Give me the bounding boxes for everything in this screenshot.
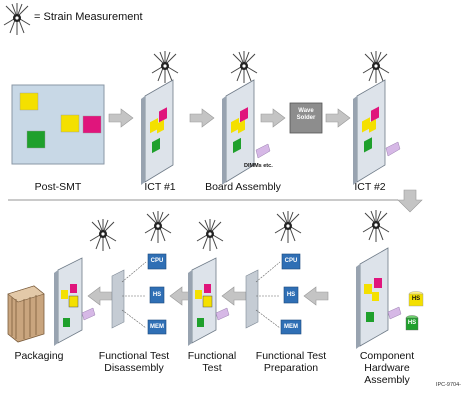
hs-chip — [149, 286, 165, 304]
step-label-ft-preparation: Functional Test Preparation — [255, 350, 327, 374]
step-label-post-smt: Post-SMT — [34, 181, 82, 193]
strain-gauge-icon — [196, 218, 224, 252]
wave-solder-label: Wave Solder — [296, 108, 316, 121]
step-label-component-hw-assembly: Component Hardware Assembly — [359, 350, 415, 386]
strain-gauge-icon — [362, 50, 390, 84]
hs-heatsink-yellow — [408, 291, 424, 307]
figure-code: IPC-9704- — [435, 382, 461, 388]
strain-gauge-icon — [89, 218, 117, 252]
ict2-board — [353, 79, 401, 185]
cpu-label-prep: CPU — [284, 258, 298, 264]
step-label-ict2: ICT #2 — [354, 181, 386, 193]
step-label-packaging: Packaging — [14, 350, 64, 362]
mem-chip-prep — [280, 319, 302, 335]
packaging-crate — [7, 285, 45, 343]
step-label-board-assembly: Board Assembly — [205, 181, 281, 193]
legend-label: = Strain Measurement — [34, 11, 143, 23]
cpu-label: CPU — [150, 258, 164, 264]
step-label-functional-test: Functional Test — [187, 350, 237, 374]
dimm-module — [255, 143, 271, 159]
flow-arrow — [260, 108, 286, 128]
ft-disassembly-fixture — [111, 261, 147, 329]
strain-gauge-icon — [3, 2, 31, 36]
strain-gauge-icon — [144, 210, 172, 244]
strain-gauge-icon — [151, 50, 179, 84]
hs-label-green: HS — [407, 320, 417, 326]
step-label-ft-disassembly: Functional Test Disassembly — [98, 350, 170, 374]
post-smt-board — [11, 84, 105, 165]
flow-arrow-down — [397, 189, 423, 213]
mem-label: MEM — [150, 324, 164, 330]
flow-arrow — [325, 108, 351, 128]
functional-test-board — [188, 257, 230, 346]
strain-gauge-icon — [362, 209, 390, 243]
hs-label: HS — [152, 292, 162, 298]
flow-arrow — [221, 286, 247, 306]
packaging-board — [54, 257, 96, 346]
component-hardware-board — [356, 247, 402, 349]
ft-preparation-fixture — [245, 261, 281, 329]
board-assembly-board — [222, 79, 271, 185]
flow-arrow — [303, 286, 329, 306]
dimms-note: DIMMs etc. — [244, 163, 273, 169]
strain-gauge-icon — [230, 50, 258, 84]
ict1-board — [141, 79, 174, 185]
wave-solder-box — [289, 102, 323, 134]
strain-gauge-icon — [274, 210, 302, 244]
cpu-chip — [147, 253, 167, 270]
hs-heatsink-green — [405, 315, 419, 331]
flow-arrow — [189, 108, 215, 128]
flow-arrow — [108, 108, 134, 128]
hs-label-yellow: HS — [411, 296, 421, 302]
step-label-ict1: ICT #1 — [144, 181, 176, 193]
mem-label-prep: MEM — [284, 324, 298, 330]
hs-chip-prep — [283, 286, 299, 304]
flow-arrow — [87, 286, 113, 306]
hs-label-prep: HS — [286, 292, 296, 298]
cpu-chip-prep — [281, 253, 301, 270]
mem-chip — [147, 319, 167, 335]
